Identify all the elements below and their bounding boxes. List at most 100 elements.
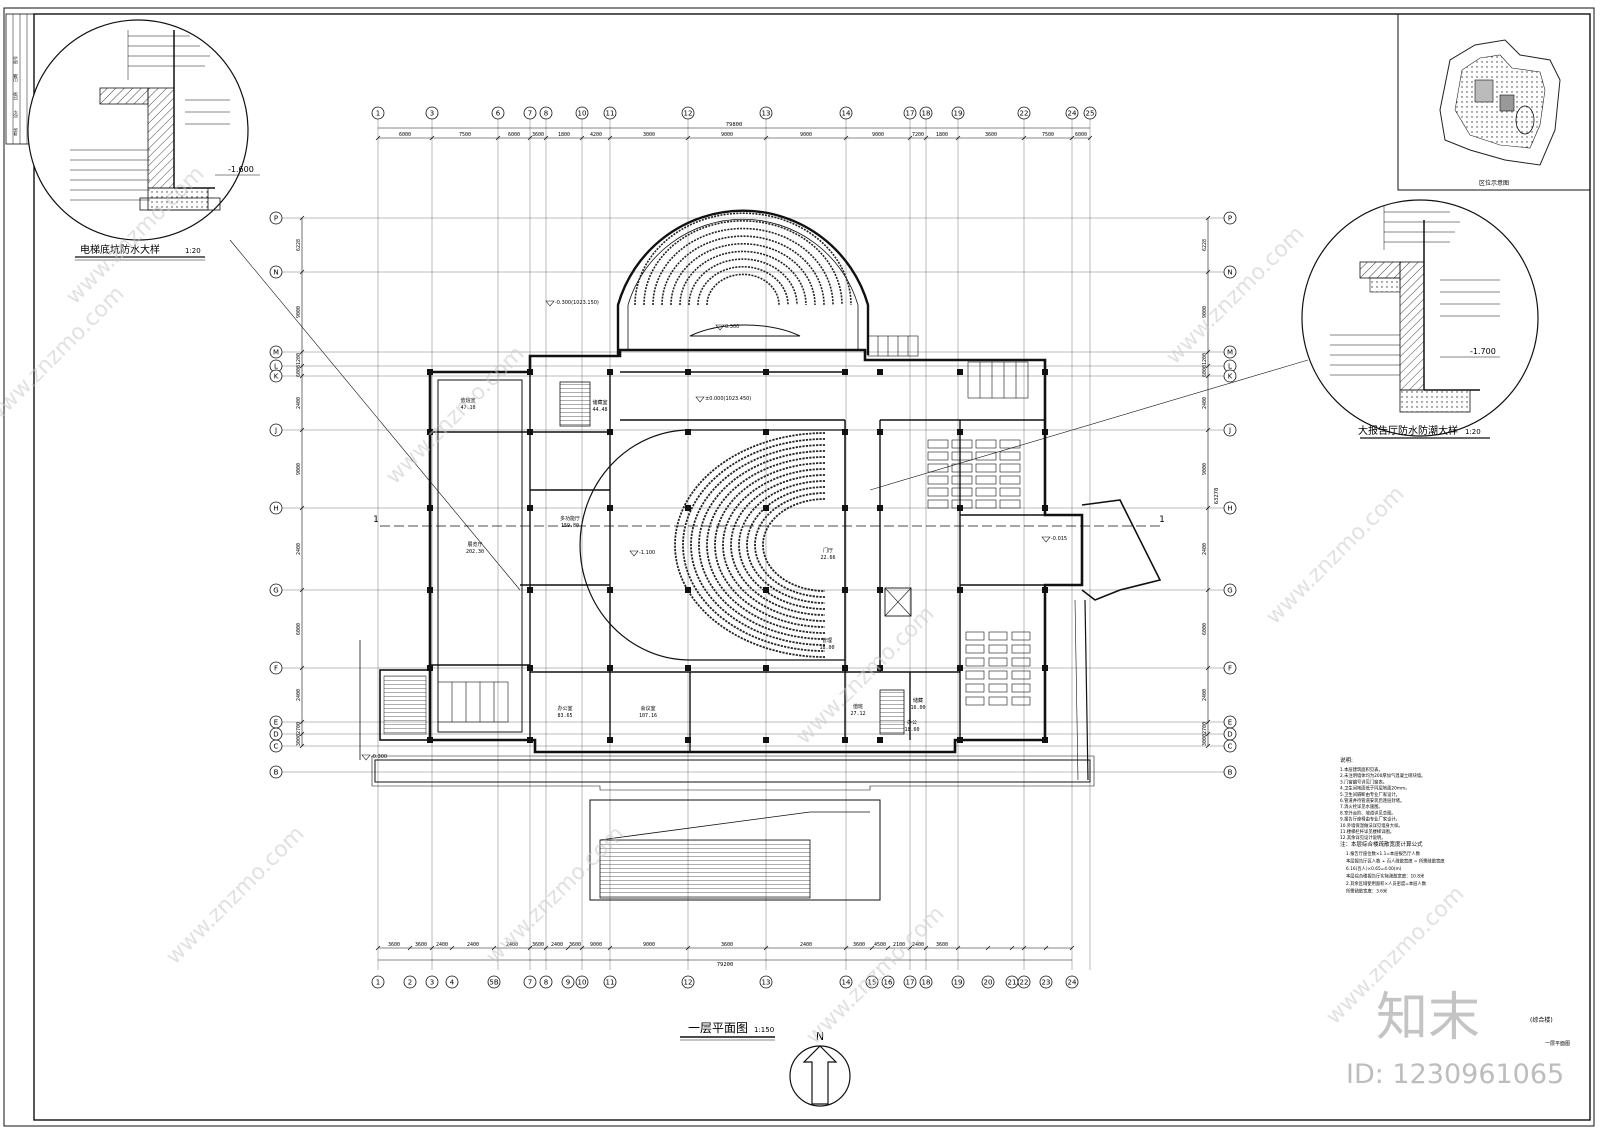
sheet-small-title: 一层平面图 bbox=[1545, 1041, 1570, 1047]
svg-text:K: K bbox=[274, 373, 279, 381]
watermark-logo: 知末 bbox=[1376, 988, 1480, 1048]
grid-bubble-left: M bbox=[269, 345, 283, 359]
svg-text:2400: 2400 bbox=[912, 942, 924, 948]
grid-bubble-right: J bbox=[1223, 423, 1237, 437]
svg-text:www.znzmo.com: www.znzmo.com bbox=[1161, 221, 1309, 369]
grid-bubble-left: F bbox=[269, 661, 283, 675]
svg-text:1: 1 bbox=[373, 515, 379, 525]
svg-text:16: 16 bbox=[884, 979, 893, 987]
note-line: 3.门窗编号详见门窗表。 bbox=[1340, 778, 1387, 785]
grid-bubble-top: 18 bbox=[919, 106, 933, 120]
svg-text:6000: 6000 bbox=[1202, 365, 1208, 377]
svg-text:44.48: 44.48 bbox=[592, 407, 607, 413]
grid-bubble-left: H bbox=[269, 501, 283, 515]
svg-text:2: 2 bbox=[408, 979, 412, 987]
grid-bubble-bottom: 7 bbox=[523, 975, 537, 989]
elevation-mark: ±0.000(1023.450) bbox=[695, 396, 751, 403]
grid-bubble-bottom: 24 bbox=[1065, 975, 1079, 989]
dimension-chain-right: 6228900012006000240090002400600024002700… bbox=[1202, 215, 1211, 749]
svg-text:7500: 7500 bbox=[1042, 132, 1054, 138]
svg-text:9000: 9000 bbox=[1202, 306, 1208, 318]
grid-bubble-right: G bbox=[1223, 583, 1237, 597]
svg-text:K: K bbox=[1228, 373, 1233, 381]
grid-bubble-right: F bbox=[1223, 661, 1237, 675]
svg-text:47.10: 47.10 bbox=[460, 405, 475, 411]
general-notes: 说明: 1.本层建筑面积见表。2.未注明墙体均为200厚加气混凝土砌块墙。3.门… bbox=[1340, 756, 1445, 895]
elevation-marks: ±0.000(1023.450)-0.300(1023.150)0.300-1.… bbox=[361, 300, 1067, 761]
calc-line: 2.其余区域使用面积×人员密度=本层人数 bbox=[1346, 880, 1427, 887]
calc-line: 所需疏散宽度：3.6米 bbox=[1346, 888, 1388, 895]
svg-text:83.65: 83.65 bbox=[557, 713, 572, 719]
svg-text:日期: 日期 bbox=[12, 74, 18, 82]
calc-line: 6.16(百人)×0.65=4.00(m) bbox=[1346, 866, 1402, 872]
svg-text:21: 21 bbox=[1008, 979, 1017, 987]
svg-text:-1.100: -1.100 bbox=[639, 550, 655, 556]
grid-bubble-bottom: 16 bbox=[881, 975, 895, 989]
svg-text:3600: 3600 bbox=[985, 132, 997, 138]
svg-text:N: N bbox=[273, 269, 278, 277]
svg-text:1800: 1800 bbox=[936, 132, 948, 138]
svg-text:2400: 2400 bbox=[296, 543, 302, 555]
key-plan: 区位示意图 bbox=[1397, 13, 1591, 191]
svg-text:12: 12 bbox=[684, 110, 693, 118]
svg-text:4: 4 bbox=[450, 979, 455, 987]
svg-text:储藏: 储藏 bbox=[913, 697, 923, 704]
calc-line: 本层报告厅区人数 ÷ 百人疏散宽度 = 所需疏散宽度 bbox=[1346, 858, 1445, 865]
svg-text:F: F bbox=[1228, 665, 1232, 673]
note-line: 6.管道井待管道安装后逐层封堵。 bbox=[1340, 797, 1404, 804]
svg-text:-0.300(1023.150): -0.300(1023.150) bbox=[555, 300, 599, 306]
detail-left-title: 电梯底坑防水大样 bbox=[80, 243, 160, 256]
svg-text:E: E bbox=[274, 719, 278, 727]
calc-line: 1.报告厅座位数×1.1=本层报告厅人数 bbox=[1346, 850, 1421, 857]
svg-text:www.znzmo.com: www.znzmo.com bbox=[801, 901, 949, 1049]
svg-text:3600: 3600 bbox=[936, 942, 948, 948]
grid-bubble-right: K bbox=[1223, 369, 1237, 383]
svg-text:79200: 79200 bbox=[717, 962, 734, 968]
svg-text:2400: 2400 bbox=[800, 942, 812, 948]
grid-bubble-top: 3 bbox=[425, 106, 439, 120]
svg-text:2400: 2400 bbox=[1202, 397, 1208, 409]
detail-auditorium-waterproof: -1.700 大报告厅防水防潮大样 1:20 bbox=[869, 199, 1539, 491]
svg-text:办公室: 办公室 bbox=[557, 705, 572, 712]
dimension-total-side: 63278 bbox=[1214, 488, 1220, 505]
svg-text:1800: 1800 bbox=[558, 132, 570, 138]
grid-bubble-bottom: 11 bbox=[603, 975, 617, 989]
grid-bubble-bottom: 15 bbox=[865, 975, 879, 989]
grid-bubble-bottom: 9 bbox=[561, 975, 575, 989]
svg-text:7200: 7200 bbox=[912, 132, 924, 138]
detail-left-elev: -1.600 bbox=[228, 165, 254, 174]
svg-text:9000: 9000 bbox=[872, 132, 884, 138]
svg-text:L: L bbox=[1228, 363, 1232, 371]
svg-text:C: C bbox=[274, 743, 279, 751]
svg-text:18: 18 bbox=[922, 979, 931, 987]
svg-text:14: 14 bbox=[842, 979, 851, 987]
svg-text:159.80: 159.80 bbox=[561, 523, 579, 529]
svg-text:9000: 9000 bbox=[721, 132, 733, 138]
main-scale: 1:150 bbox=[754, 1026, 774, 1034]
svg-text:L: L bbox=[274, 363, 278, 371]
svg-text:19: 19 bbox=[954, 979, 963, 987]
svg-text:G: G bbox=[1227, 587, 1232, 595]
svg-text:4200: 4200 bbox=[590, 132, 602, 138]
svg-text:6000: 6000 bbox=[296, 365, 302, 377]
svg-text:23: 23 bbox=[1042, 979, 1051, 987]
svg-text:12: 12 bbox=[684, 979, 693, 987]
svg-text:管理: 管理 bbox=[822, 637, 832, 644]
detail-right-title: 大报告厅防水防潮大样 bbox=[1358, 424, 1458, 437]
svg-text:2400: 2400 bbox=[1202, 689, 1208, 701]
right-room-desks bbox=[927, 439, 1031, 706]
svg-text:3600: 3600 bbox=[721, 942, 733, 948]
svg-text:22: 22 bbox=[1020, 110, 1029, 118]
svg-text:3600: 3600 bbox=[532, 942, 544, 948]
svg-text:3: 3 bbox=[430, 110, 434, 118]
svg-text:9000: 9000 bbox=[296, 306, 302, 318]
svg-text:27.12: 27.12 bbox=[850, 711, 865, 717]
grid-bubble-bottom: 5B bbox=[487, 975, 501, 989]
